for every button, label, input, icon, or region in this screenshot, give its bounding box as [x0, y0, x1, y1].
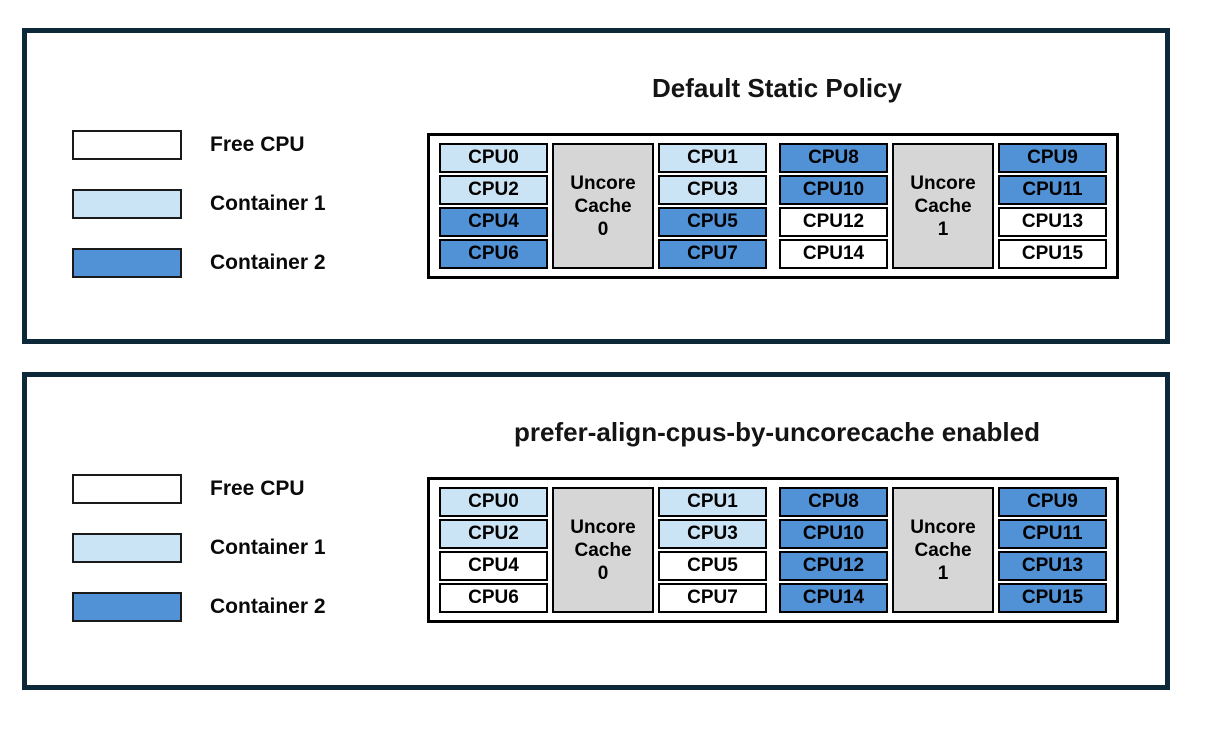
cpu1-cell: CPU1 — [658, 487, 767, 517]
cpu-column-right: CPU1 CPU3 CPU5 CPU7 — [658, 143, 767, 269]
cpu3-cell: CPU3 — [658, 175, 767, 205]
cpu-column-left: CPU8 CPU10 CPU12 CPU14 — [779, 143, 888, 269]
cpu0-cell: CPU0 — [439, 143, 548, 173]
cpu-column-left: CPU8 CPU10 CPU12 CPU14 — [779, 487, 888, 613]
cpu12-cell: CPU12 — [779, 207, 888, 237]
cache-label-line: Uncore — [910, 172, 976, 194]
cpu12-cell: CPU12 — [779, 551, 888, 581]
panel-default-static-policy: Default Static Policy Free CPU Container… — [22, 28, 1170, 344]
cpu5-cell: CPU5 — [658, 207, 767, 237]
legend-swatch-container2 — [72, 248, 182, 278]
cpu8-cell: CPU8 — [779, 487, 888, 517]
uncore-cache-0-group: CPU0 CPU2 CPU4 CPU6 Uncore Cache 0 CPU1 … — [439, 487, 767, 613]
cpu14-cell: CPU14 — [779, 239, 888, 269]
cpu5-cell: CPU5 — [658, 551, 767, 581]
cache-label-line: Cache — [574, 539, 632, 561]
uncore-cache-1-block: Uncore Cache 1 — [892, 487, 994, 613]
cpu11-cell: CPU11 — [998, 175, 1107, 205]
cpu2-cell: CPU2 — [439, 175, 548, 205]
cache-label-line: Cache — [914, 195, 972, 217]
legend-item-container-2: Container 2 — [72, 248, 326, 278]
legend-label: Free CPU — [210, 133, 305, 156]
cache-label-line: Cache — [574, 195, 632, 217]
uncore-cache-1-group: CPU8 CPU10 CPU12 CPU14 Uncore Cache 1 CP… — [779, 143, 1107, 269]
cpu-column-right: CPU1 CPU3 CPU5 CPU7 — [658, 487, 767, 613]
legend-swatch-container1 — [72, 533, 182, 563]
legend: Free CPU Container 1 Container 2 — [72, 474, 326, 622]
uncore-cache-1-group: CPU8 CPU10 CPU12 CPU14 Uncore Cache 1 CP… — [779, 487, 1107, 613]
cpu3-cell: CPU3 — [658, 519, 767, 549]
uncore-cache-1-block: Uncore Cache 1 — [892, 143, 994, 269]
cpu10-cell: CPU10 — [779, 175, 888, 205]
legend-swatch-free — [72, 130, 182, 160]
cache-label-line: 0 — [597, 218, 609, 240]
cache-label-line: 0 — [597, 562, 609, 584]
cpu0-cell: CPU0 — [439, 487, 548, 517]
cpu-column-left: CPU0 CPU2 CPU4 CPU6 — [439, 143, 548, 269]
cpu9-cell: CPU9 — [998, 487, 1107, 517]
legend-swatch-container1 — [72, 189, 182, 219]
cpu6-cell: CPU6 — [439, 583, 548, 613]
cpu1-cell: CPU1 — [658, 143, 767, 173]
cpu15-cell: CPU15 — [998, 583, 1107, 613]
uncore-cache-0-block: Uncore Cache 0 — [552, 143, 654, 269]
uncore-cache-0-block: Uncore Cache 0 — [552, 487, 654, 613]
legend-label: Container 1 — [210, 192, 326, 215]
legend: Free CPU Container 1 Container 2 — [72, 130, 326, 278]
legend-swatch-free — [72, 474, 182, 504]
cpu7-cell: CPU7 — [658, 583, 767, 613]
cpu-column-right: CPU9 CPU11 CPU13 CPU15 — [998, 487, 1107, 613]
cache-label-line: Uncore — [570, 516, 636, 538]
cpu-column-right: CPU9 CPU11 CPU13 CPU15 — [998, 143, 1107, 269]
legend-item-container-1: Container 1 — [72, 533, 326, 563]
cpu7-cell: CPU7 — [658, 239, 767, 269]
cpu8-cell: CPU8 — [779, 143, 888, 173]
cpu-topology-diagram: CPU0 CPU2 CPU4 CPU6 Uncore Cache 0 CPU1 … — [427, 133, 1119, 279]
legend-label: Free CPU — [210, 477, 305, 500]
legend-label: Container 2 — [210, 251, 326, 274]
cache-label-line: Uncore — [570, 172, 636, 194]
legend-label: Container 1 — [210, 536, 326, 559]
cache-label-line: Uncore — [910, 516, 976, 538]
legend-item-free-cpu: Free CPU — [72, 130, 326, 160]
cpu13-cell: CPU13 — [998, 207, 1107, 237]
cache-label-line: 1 — [937, 562, 949, 584]
panel-prefer-align-uncorecache: prefer-align-cpus-by-uncorecache enabled… — [22, 372, 1170, 690]
cache-label-line: 1 — [937, 218, 949, 240]
cpu6-cell: CPU6 — [439, 239, 548, 269]
cpu4-cell: CPU4 — [439, 551, 548, 581]
cpu15-cell: CPU15 — [998, 239, 1107, 269]
cpu-topology-diagram: CPU0 CPU2 CPU4 CPU6 Uncore Cache 0 CPU1 … — [427, 477, 1119, 623]
cpu4-cell: CPU4 — [439, 207, 548, 237]
cpu14-cell: CPU14 — [779, 583, 888, 613]
cpu10-cell: CPU10 — [779, 519, 888, 549]
legend-label: Container 2 — [210, 595, 326, 618]
cpu13-cell: CPU13 — [998, 551, 1107, 581]
cpu9-cell: CPU9 — [998, 143, 1107, 173]
cpu-column-left: CPU0 CPU2 CPU4 CPU6 — [439, 487, 548, 613]
legend-item-container-2: Container 2 — [72, 592, 326, 622]
legend-item-free-cpu: Free CPU — [72, 474, 326, 504]
uncore-cache-0-group: CPU0 CPU2 CPU4 CPU6 Uncore Cache 0 CPU1 … — [439, 143, 767, 269]
legend-item-container-1: Container 1 — [72, 189, 326, 219]
legend-swatch-container2 — [72, 592, 182, 622]
panel-title: prefer-align-cpus-by-uncorecache enabled — [514, 417, 1040, 447]
cache-label-line: Cache — [914, 539, 972, 561]
cpu11-cell: CPU11 — [998, 519, 1107, 549]
panel-title: Default Static Policy — [652, 73, 902, 103]
cpu2-cell: CPU2 — [439, 519, 548, 549]
